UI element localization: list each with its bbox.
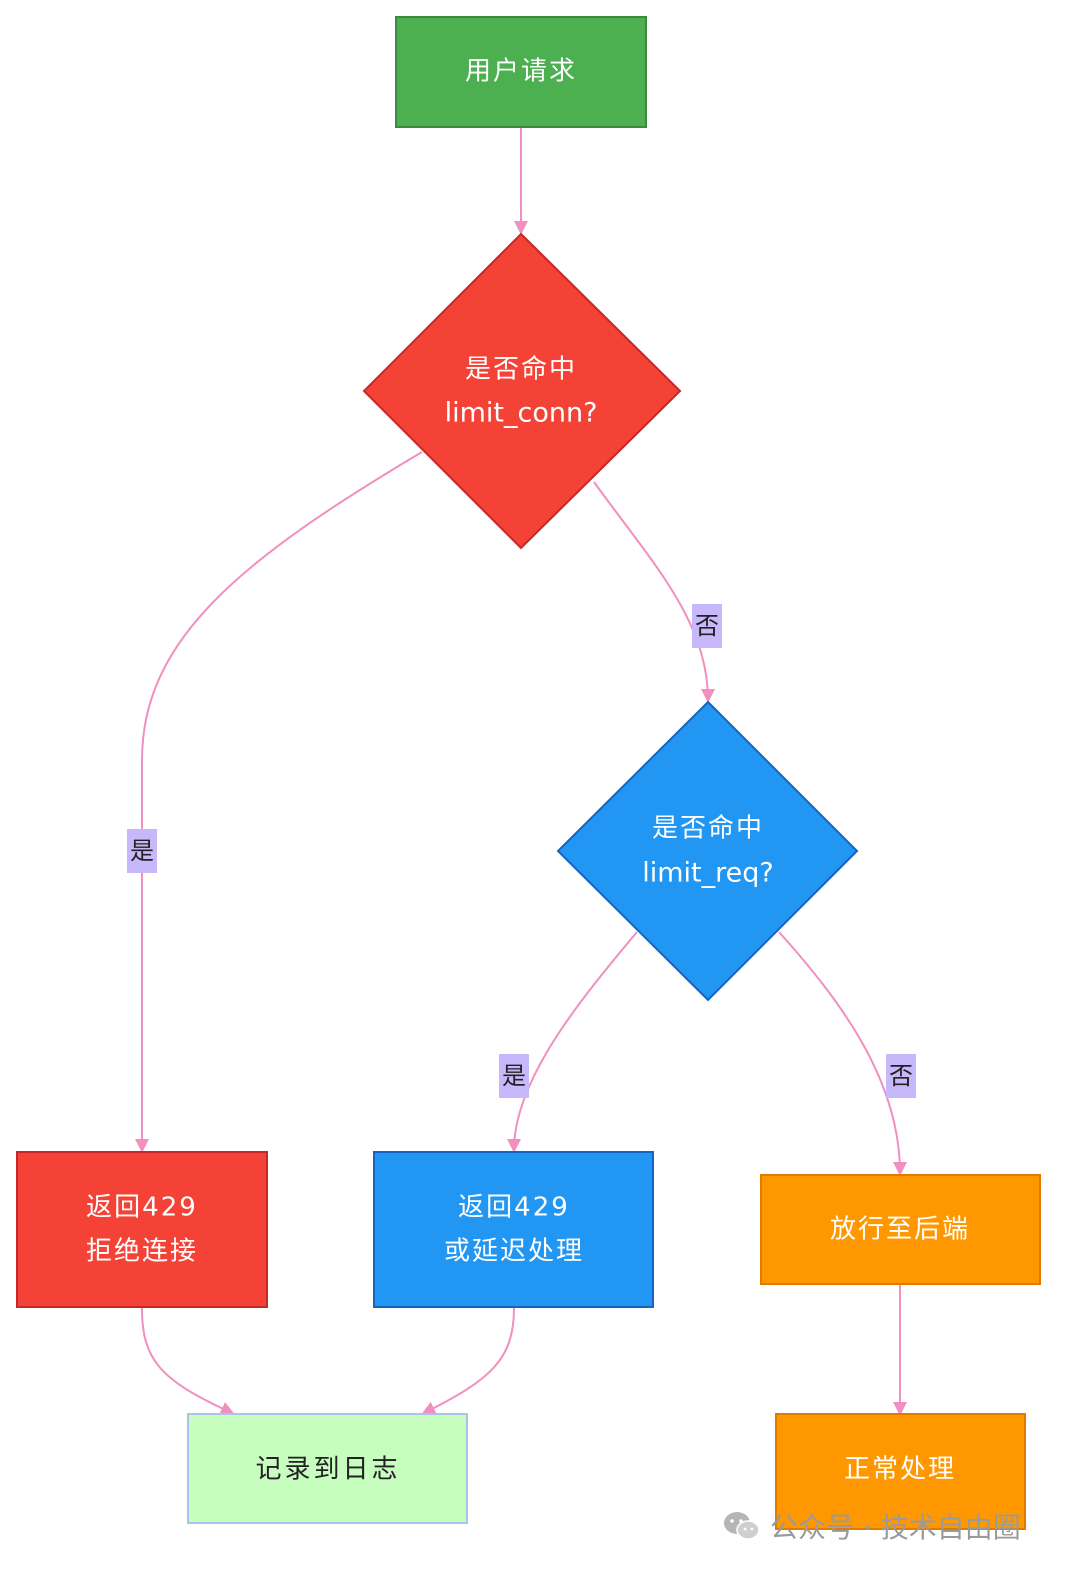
edge-delay-to-log: [421, 1307, 515, 1415]
node-pass-backend: 放行至后端: [760, 1174, 1041, 1285]
node-label: 拒绝连接: [86, 1237, 198, 1267]
node-label: 或延迟处理: [444, 1237, 584, 1267]
edge-label-text: 是: [130, 837, 154, 865]
node-label: 是否命中: [465, 355, 577, 385]
node-label: 正常处理: [844, 1455, 956, 1485]
node-log: 记录到日志: [187, 1413, 468, 1524]
node-label: 用户请求: [465, 57, 577, 87]
node-reject-conn: 返回429 拒绝连接: [16, 1151, 268, 1308]
node-label: 返回429: [458, 1193, 570, 1223]
node-normal: 正常处理: [775, 1413, 1026, 1530]
edge-label-text: 否: [889, 1062, 913, 1090]
node-label: limit_req?: [642, 858, 773, 889]
node-limit-req-check: 是否命中 limit_req?: [556, 700, 859, 1002]
node-label: 记录到日志: [255, 1455, 400, 1485]
edge-label-req-no: 否: [886, 1054, 916, 1098]
node-limit-conn-check: 是否命中 limit_conn?: [362, 232, 682, 550]
edge-req-check-to-pass: [778, 931, 907, 1176]
node-delay-req: 返回429 或延迟处理: [373, 1151, 654, 1308]
edge-label-conn-yes: 是: [127, 829, 157, 873]
node-label: limit_conn?: [445, 398, 598, 429]
edge-label-text: 是: [502, 1062, 526, 1090]
wechat-icon: [724, 1512, 760, 1540]
edge-req-check-to-delay: [507, 931, 638, 1153]
watermark-text: 公众号 · 技术自由圈: [770, 1511, 1021, 1544]
edge-reject-to-log: [141, 1307, 235, 1415]
watermark: 公众号 · 技术自由圈: [722, 1506, 1021, 1546]
edge-label-text: 否: [695, 612, 719, 640]
node-user-request: 用户请求: [395, 16, 647, 128]
edge-label-req-yes: 是: [499, 1054, 529, 1098]
node-label: 返回429: [86, 1193, 198, 1223]
edge-conn-check-to-reject: [135, 451, 423, 1153]
edge-label-conn-no: 否: [692, 604, 722, 648]
node-label: 是否命中: [652, 814, 764, 844]
edge-conn-check-to-req-check: [593, 481, 715, 703]
node-label: 放行至后端: [830, 1215, 970, 1245]
